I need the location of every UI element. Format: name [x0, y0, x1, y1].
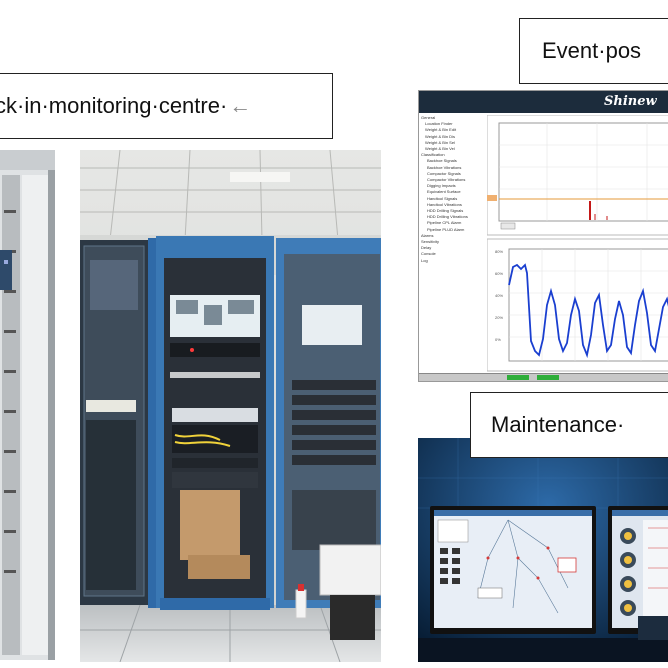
- sidebar-item[interactable]: Classification: [421, 152, 445, 158]
- sidebar-item[interactable]: Location Finder: [425, 121, 453, 127]
- rack-caption-text: ck·in·monitoring·centre·: [0, 93, 228, 118]
- sidebar-item[interactable]: Backhoe Signals: [427, 158, 457, 164]
- maintenance-caption-text: Maintenance·: [491, 412, 625, 437]
- sidebar-item[interactable]: Weight & Bin Edit: [425, 127, 457, 133]
- sidebar-item[interactable]: HDD Drilling Signals: [427, 208, 464, 214]
- sidebar-item[interactable]: Sensitivity: [421, 239, 440, 245]
- sidebar-item[interactable]: Alarms: [421, 232, 434, 238]
- sidebar-item[interactable]: Weight & Bin Vel: [425, 146, 455, 152]
- svg-text:20%: 20%: [495, 315, 503, 320]
- sidebar-item[interactable]: Console: [421, 251, 436, 257]
- sidebar-item[interactable]: Compactor Vibrations: [427, 177, 466, 183]
- rack-room-photo: [80, 150, 381, 662]
- app-logo: Shinew: [604, 94, 657, 109]
- maintenance-caption: Maintenance·: [470, 392, 668, 458]
- rack-caption: ck·in·monitoring·centre· ←: [0, 73, 333, 139]
- sidebar-item[interactable]: Handtool Signals: [427, 195, 458, 201]
- sidebar-item[interactable]: Weight & Bin Sel: [425, 139, 455, 145]
- sidebar-item[interactable]: Backhoe Vibrations: [427, 164, 462, 170]
- sidebar-item[interactable]: Pipeline CPL Alarm: [427, 220, 462, 226]
- sidebar-item[interactable]: General: [421, 115, 436, 120]
- svg-text:80%: 80%: [495, 249, 503, 254]
- sidebar-item[interactable]: Equivalent Surface: [427, 189, 461, 195]
- sidebar-item[interactable]: Handtool Vibrations: [427, 201, 462, 207]
- status-bar: [419, 373, 668, 381]
- svg-text:40%: 40%: [495, 293, 503, 298]
- event-caption-text: Event·pos: [542, 38, 642, 63]
- svg-text:0%: 0%: [495, 337, 501, 342]
- sidebar-item[interactable]: Delay: [421, 245, 432, 251]
- event-caption: Event·pos: [519, 18, 668, 84]
- sidebar-item[interactable]: Compactor Signals: [427, 170, 461, 176]
- rack-photo-left: [0, 150, 55, 660]
- return-arrow-icon: ←: [229, 93, 252, 118]
- sidebar-item[interactable]: Weight & Bin Dis: [425, 133, 455, 139]
- svg-text:60%: 60%: [495, 271, 503, 276]
- sidebar-item[interactable]: Log: [421, 257, 428, 263]
- sidebar-item[interactable]: HDD Drilling Vibrations: [427, 214, 468, 220]
- sidebar-item[interactable]: Digging Impacts: [427, 183, 456, 189]
- sidebar-item[interactable]: Pipeline PLUD Alarm: [427, 226, 465, 232]
- app-header: Shinew: [419, 91, 668, 113]
- maintenance-monitors-photo: [418, 438, 668, 662]
